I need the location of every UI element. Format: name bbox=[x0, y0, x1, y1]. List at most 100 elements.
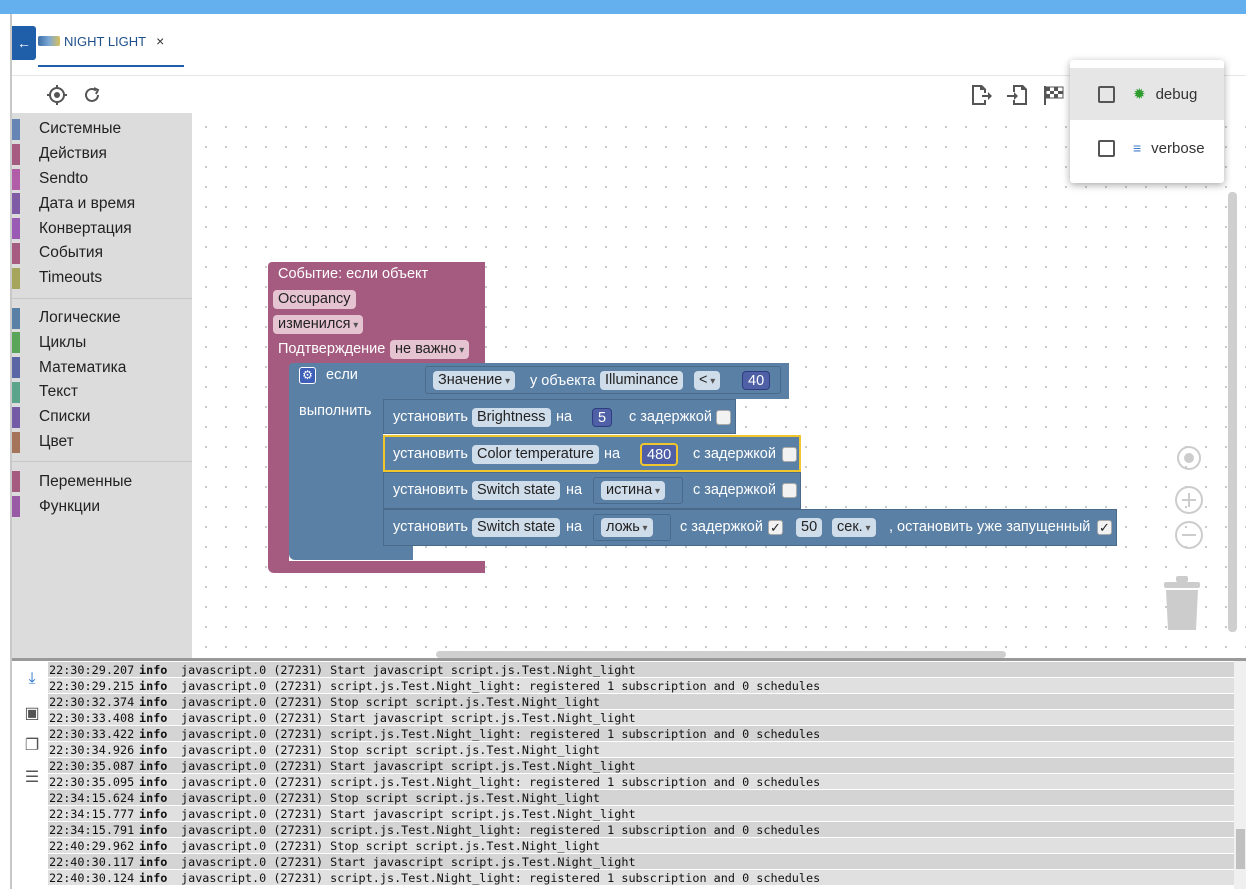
browser-top-bar bbox=[0, 0, 1246, 14]
workspace-hscrollbar[interactable] bbox=[436, 651, 1006, 658]
operator-dropdown[interactable]: < bbox=[694, 371, 721, 390]
value-number[interactable]: 480 bbox=[640, 443, 679, 466]
set-block-2[interactable] bbox=[383, 435, 801, 472]
log-scroll-thumb[interactable] bbox=[1236, 829, 1245, 869]
threshold-number[interactable]: 40 bbox=[742, 371, 771, 390]
value-dropdown[interactable]: Значение bbox=[433, 371, 516, 390]
log-level: info bbox=[139, 711, 168, 725]
export-icon[interactable] bbox=[968, 82, 994, 108]
log-time: 22:30:33.422 bbox=[49, 727, 135, 741]
script-icon bbox=[38, 36, 60, 46]
delay-checkbox[interactable] bbox=[716, 410, 731, 425]
copy-icon[interactable]: ❐ bbox=[24, 737, 40, 754]
log-scrollbar[interactable] bbox=[1234, 661, 1246, 889]
import-icon[interactable] bbox=[1004, 82, 1030, 108]
toolbox-category[interactable]: Дата и время bbox=[12, 191, 192, 216]
toolbox-category[interactable]: Timeouts bbox=[12, 266, 192, 291]
toolbox-category[interactable]: Конвертация bbox=[12, 216, 192, 241]
close-icon[interactable]: × bbox=[156, 33, 165, 49]
category-label: Sendto bbox=[39, 169, 89, 187]
refresh-icon[interactable] bbox=[79, 82, 105, 108]
log-level: info bbox=[139, 727, 168, 741]
set-block-1[interactable] bbox=[383, 399, 736, 434]
log-level: info bbox=[139, 663, 168, 677]
bool-dropdown[interactable]: ложь bbox=[601, 518, 653, 537]
toolbox-category[interactable]: Системные bbox=[12, 117, 192, 142]
unit-dropdown[interactable]: сек. bbox=[832, 518, 876, 537]
category-label: Дата и время bbox=[39, 194, 136, 212]
category-color-bar bbox=[12, 431, 20, 453]
target-field[interactable]: Switch state bbox=[472, 518, 561, 537]
category-label: Переменные bbox=[39, 472, 133, 490]
toolbox-category[interactable]: Циклы bbox=[12, 330, 192, 355]
zoom-in-icon[interactable] bbox=[1174, 485, 1204, 520]
log-time: 22:34:15.777 bbox=[49, 807, 135, 821]
illuminance-field[interactable]: Illuminance bbox=[600, 371, 684, 390]
stop-running-checkbox[interactable]: ✓ bbox=[1097, 520, 1112, 535]
category-label: Циклы bbox=[39, 333, 87, 351]
toolbox-category[interactable]: Функции bbox=[12, 494, 192, 519]
center-icon[interactable] bbox=[1174, 443, 1204, 478]
delay-checkbox[interactable]: ✓ bbox=[768, 520, 783, 535]
list-view-icon[interactable]: ☰ bbox=[24, 769, 40, 786]
log-time: 22:30:34.926 bbox=[49, 743, 135, 757]
delay-checkbox[interactable] bbox=[782, 447, 797, 462]
log-message: javascript.0 (27231) script.js.Test.Nigh… bbox=[181, 775, 821, 789]
locate-icon[interactable] bbox=[44, 82, 70, 108]
toolbox-category[interactable]: Логические bbox=[12, 306, 192, 331]
checkered-flag-icon[interactable] bbox=[1040, 82, 1066, 108]
log-level: info bbox=[139, 759, 168, 773]
verbose-option[interactable]: ≡ verbose bbox=[1070, 122, 1224, 174]
toolbox-category[interactable]: Переменные bbox=[12, 469, 192, 494]
log-toolbar: ⤓ ▣ ❐ ☰ bbox=[12, 661, 48, 889]
ack-dropdown[interactable]: не важно bbox=[390, 340, 470, 359]
category-label: Логические bbox=[39, 308, 121, 326]
toolbox-category[interactable]: Цвет bbox=[12, 430, 192, 455]
clear-log-icon[interactable]: ▣ bbox=[24, 705, 40, 722]
left-edge bbox=[0, 14, 12, 889]
target-field[interactable]: Color temperature bbox=[472, 445, 599, 464]
category-color-bar bbox=[12, 119, 20, 140]
category-color-bar bbox=[12, 496, 20, 518]
toolbox-category[interactable]: Списки bbox=[12, 405, 192, 430]
target-field[interactable]: Switch state bbox=[472, 481, 561, 500]
bool-dropdown[interactable]: истина bbox=[601, 481, 665, 500]
delay-checkbox[interactable] bbox=[782, 483, 797, 498]
trash-icon[interactable] bbox=[1160, 574, 1204, 637]
back-button[interactable]: ← bbox=[12, 26, 36, 60]
log-message: javascript.0 (27231) Start javascript sc… bbox=[181, 807, 636, 821]
editor-toolbar bbox=[12, 76, 1246, 113]
category-color-bar bbox=[12, 143, 20, 165]
event-object-field[interactable]: Occupancy bbox=[273, 290, 356, 309]
toolbox-category[interactable]: Действия bbox=[12, 142, 192, 167]
toolbox-category[interactable]: Текст bbox=[12, 380, 192, 405]
delay-value-field[interactable]: 50 bbox=[796, 518, 823, 537]
gear-icon[interactable]: ⚙ bbox=[299, 367, 316, 384]
toolbox-category[interactable]: События bbox=[12, 241, 192, 266]
if-label: если bbox=[326, 367, 358, 383]
toolbox-category[interactable]: Математика bbox=[12, 355, 192, 380]
log-level: info bbox=[139, 807, 168, 821]
tab-night-light[interactable]: NIGHT LIGHT × bbox=[38, 14, 164, 68]
set-block-3[interactable] bbox=[383, 472, 801, 509]
toolbox-category[interactable]: Sendto bbox=[12, 167, 192, 192]
zoom-out-icon[interactable] bbox=[1174, 520, 1204, 555]
of-object-label: у объекта bbox=[530, 373, 596, 389]
value-number[interactable]: 5 bbox=[592, 408, 613, 427]
debug-option[interactable]: ✹ debug bbox=[1070, 68, 1224, 120]
target-field[interactable]: Brightness bbox=[472, 408, 551, 427]
workspace-vscrollbar[interactable] bbox=[1228, 192, 1237, 632]
debug-checkbox[interactable] bbox=[1098, 85, 1115, 103]
log-time: 22:34:15.791 bbox=[49, 823, 135, 837]
category-color-bar bbox=[12, 406, 20, 428]
event-trigger-dropdown[interactable]: изменился bbox=[273, 315, 364, 334]
scroll-down-icon[interactable]: ⤓ bbox=[28, 670, 36, 687]
verbose-checkbox[interactable] bbox=[1098, 139, 1115, 157]
